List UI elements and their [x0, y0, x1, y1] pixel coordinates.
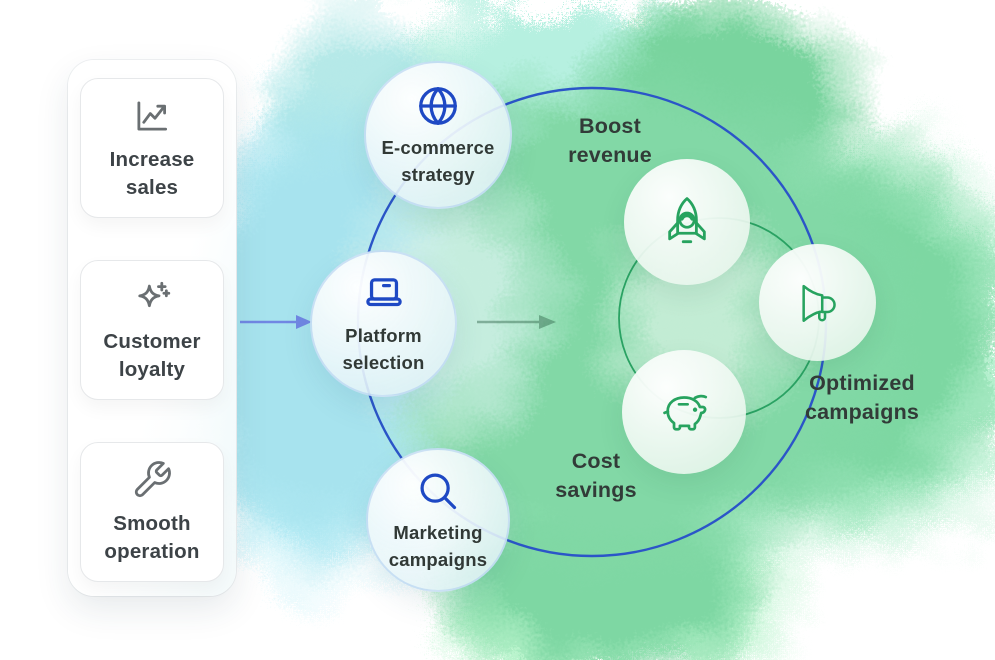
- goal-card-label-line: Increase: [109, 148, 195, 171]
- goal-card-label: Customer loyalty: [103, 328, 200, 383]
- strategy-node-label: Marketing campaigns: [389, 519, 487, 573]
- label-line: Boost: [579, 114, 641, 138]
- globe-icon: [419, 86, 457, 125]
- goal-card-customer-loyalty: Customer loyalty: [80, 260, 224, 400]
- strategy-node-label-line: strategy: [401, 163, 475, 185]
- goal-card-label-line: sales: [125, 175, 179, 199]
- goal-card-label: Smooth operation: [104, 510, 199, 565]
- outcome-node-optimized-campaigns: [759, 244, 876, 361]
- strategy-node-marketing: Marketing campaigns: [366, 448, 510, 592]
- goal-card-label-line: loyalty: [118, 357, 186, 381]
- label-line: revenue: [568, 143, 652, 167]
- outcome-node-boost-revenue: [624, 159, 750, 285]
- search-icon: [420, 472, 457, 509]
- goal-card-label-line: operation: [104, 539, 200, 563]
- goal-card-increase-sales: Increase sales: [80, 78, 224, 218]
- strategy-node-label-line: selection: [342, 352, 425, 373]
- arrow-goals-to-platform-icon: [240, 315, 312, 329]
- sparkle-icon: [138, 281, 171, 308]
- label-optimized-campaigns: Optimized campaigns: [784, 369, 940, 427]
- label-line: Cost: [571, 449, 621, 473]
- laptop-icon: [365, 278, 402, 307]
- label-line: campaigns: [804, 400, 920, 424]
- goal-card-label-line: Smooth: [113, 512, 191, 535]
- piggy-bank-icon: [663, 394, 708, 431]
- rocket-icon: [668, 197, 706, 244]
- label-boost-revenue: Boost revenue: [540, 112, 680, 170]
- trend-up-icon: [137, 101, 168, 131]
- arrow-platform-to-outcomes-icon: [477, 315, 556, 329]
- label-line: savings: [555, 478, 637, 502]
- label-cost-savings: Cost savings: [526, 447, 666, 505]
- strategy-node-label: E-commerce strategy: [381, 134, 494, 188]
- goal-card-label: Increase sales: [110, 146, 195, 201]
- strategy-node-platform: Platform selection: [310, 250, 457, 397]
- strategy-node-label-line: Marketing: [393, 521, 483, 543]
- goal-card-smooth-operation: Smooth operation: [80, 442, 224, 582]
- strategy-node-label-line: campaigns: [388, 548, 488, 570]
- outcome-node-cost-savings: [622, 350, 746, 474]
- wrench-icon: [134, 461, 171, 498]
- label-line: Optimized: [809, 371, 915, 395]
- strategy-node-ecommerce: E-commerce strategy: [364, 61, 512, 209]
- megaphone-icon: [801, 284, 836, 322]
- strategy-node-label-line: E-commerce: [381, 136, 495, 158]
- goals-panel: Increase sales Customer loyalty Smooth o…: [68, 60, 236, 596]
- strategy-node-label: Platform selection: [343, 322, 425, 376]
- goal-card-label-line: Customer: [103, 330, 201, 353]
- strategy-node-label-line: Platform: [345, 325, 422, 346]
